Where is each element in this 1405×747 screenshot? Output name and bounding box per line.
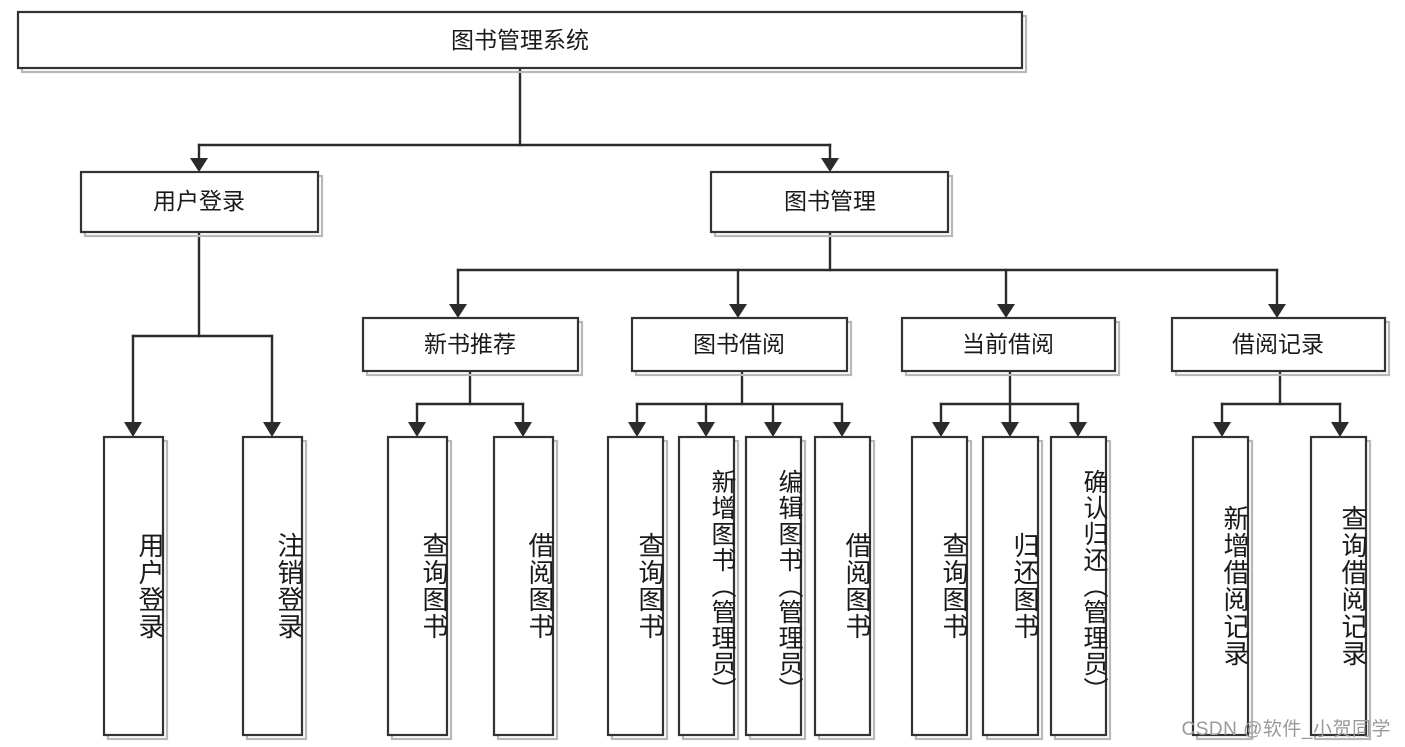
leaf-recommend-borrow-book-rect[interactable] [492, 435, 555, 737]
node-current-borrow-label: 当前借阅 [962, 331, 1054, 357]
arrow-current-leaf-2 [1001, 422, 1019, 437]
arrow-to-logout-leaf [263, 422, 281, 437]
arrow-record-leaf-2 [1331, 422, 1349, 437]
arrow-current-leaf-3 [1069, 422, 1087, 437]
node-root-rect[interactable] [16, 10, 1024, 70]
arrow-to-user-login-leaf [124, 422, 142, 437]
leaf-borrow-query-book[interactable] [606, 435, 669, 741]
leaf-recommend-query-book-rect[interactable] [386, 435, 449, 737]
connector-layer [124, 66, 1349, 437]
leaf-user-login-login[interactable] [102, 435, 169, 741]
arrow-to-book-borrow [729, 304, 747, 318]
arrow-record-leaf-1 [1213, 422, 1231, 437]
leaf-current-confirm-return-rect[interactable] [1049, 435, 1108, 737]
node-new-book-recommend-label: 新书推荐 [424, 331, 516, 357]
node-borrow-record[interactable]: 借阅记录 [1170, 316, 1391, 377]
arrow-borrow-leaf-4 [833, 422, 851, 437]
leaf-borrow-borrow-book-rect[interactable] [813, 435, 872, 737]
node-book-management-label: 图书管理 [784, 188, 876, 214]
leaf-current-query-book[interactable] [910, 435, 973, 741]
leaf-record-add-record-rect[interactable] [1191, 435, 1250, 737]
node-current-borrow-rect[interactable] [900, 316, 1117, 373]
leaf-current-query-book-rect[interactable] [910, 435, 969, 737]
node-borrow-record-rect[interactable] [1170, 316, 1387, 373]
arrow-borrow-leaf-1 [628, 422, 646, 437]
arrow-current-leaf-1 [932, 422, 950, 437]
node-book-borrow-rect[interactable] [630, 316, 849, 373]
leaf-borrow-edit-book-rect[interactable] [744, 435, 803, 737]
csdn-watermark: CSDN @软件_小贺同学 [1181, 719, 1391, 740]
arrow-to-current-borrow [997, 304, 1015, 318]
leaf-current-confirm-return[interactable] [1049, 435, 1112, 741]
leaf-record-query-record[interactable] [1309, 435, 1372, 741]
node-root-label: 图书管理系统 [451, 27, 589, 53]
leaf-record-add-record[interactable] [1191, 435, 1254, 741]
node-book-borrow[interactable]: 图书借阅 [630, 316, 853, 377]
node-book-borrow-label: 图书借阅 [693, 331, 785, 357]
leaf-user-login-logout[interactable] [241, 435, 308, 741]
node-new-book-recommend[interactable]: 新书推荐 [361, 316, 584, 377]
leaf-borrow-borrow-book[interactable] [813, 435, 876, 741]
node-user-login[interactable]: 用户登录 [79, 170, 324, 238]
node-user-login-rect[interactable] [79, 170, 320, 234]
arrow-to-borrow-record [1268, 304, 1286, 318]
arrow-to-new-book-recommend [449, 304, 467, 318]
node-new-book-recommend-rect[interactable] [361, 316, 580, 373]
leaf-borrow-query-book-rect[interactable] [606, 435, 665, 737]
node-user-login-label: 用户登录 [153, 188, 245, 214]
arrow-borrow-leaf-3 [764, 422, 782, 437]
leaf-borrow-add-book[interactable] [677, 435, 740, 741]
node-book-management-rect[interactable] [709, 170, 950, 234]
arrow-to-user-login [190, 158, 208, 172]
leaf-recommend-query-book[interactable] [386, 435, 453, 741]
arrow-recommend-leaf-1 [408, 422, 426, 437]
leaf-recommend-borrow-book[interactable] [492, 435, 559, 741]
node-borrow-record-label: 借阅记录 [1232, 331, 1324, 357]
leaf-borrow-add-book-rect[interactable] [677, 435, 736, 737]
arrow-recommend-leaf-2 [514, 422, 532, 437]
arrow-borrow-leaf-2 [697, 422, 715, 437]
leaf-borrow-edit-book[interactable] [744, 435, 807, 741]
leaf-record-query-record-rect[interactable] [1309, 435, 1368, 737]
leaf-current-return-book[interactable] [981, 435, 1044, 741]
node-current-borrow[interactable]: 当前借阅 [900, 316, 1121, 377]
leaf-user-login-logout-rect[interactable] [241, 435, 304, 737]
arrow-to-book-mgmt [821, 158, 839, 172]
leaf-current-return-book-rect[interactable] [981, 435, 1040, 737]
node-book-management[interactable]: 图书管理 [709, 170, 954, 238]
node-root[interactable]: 图书管理系统 [16, 10, 1028, 74]
leaf-user-login-login-rect[interactable] [102, 435, 165, 737]
